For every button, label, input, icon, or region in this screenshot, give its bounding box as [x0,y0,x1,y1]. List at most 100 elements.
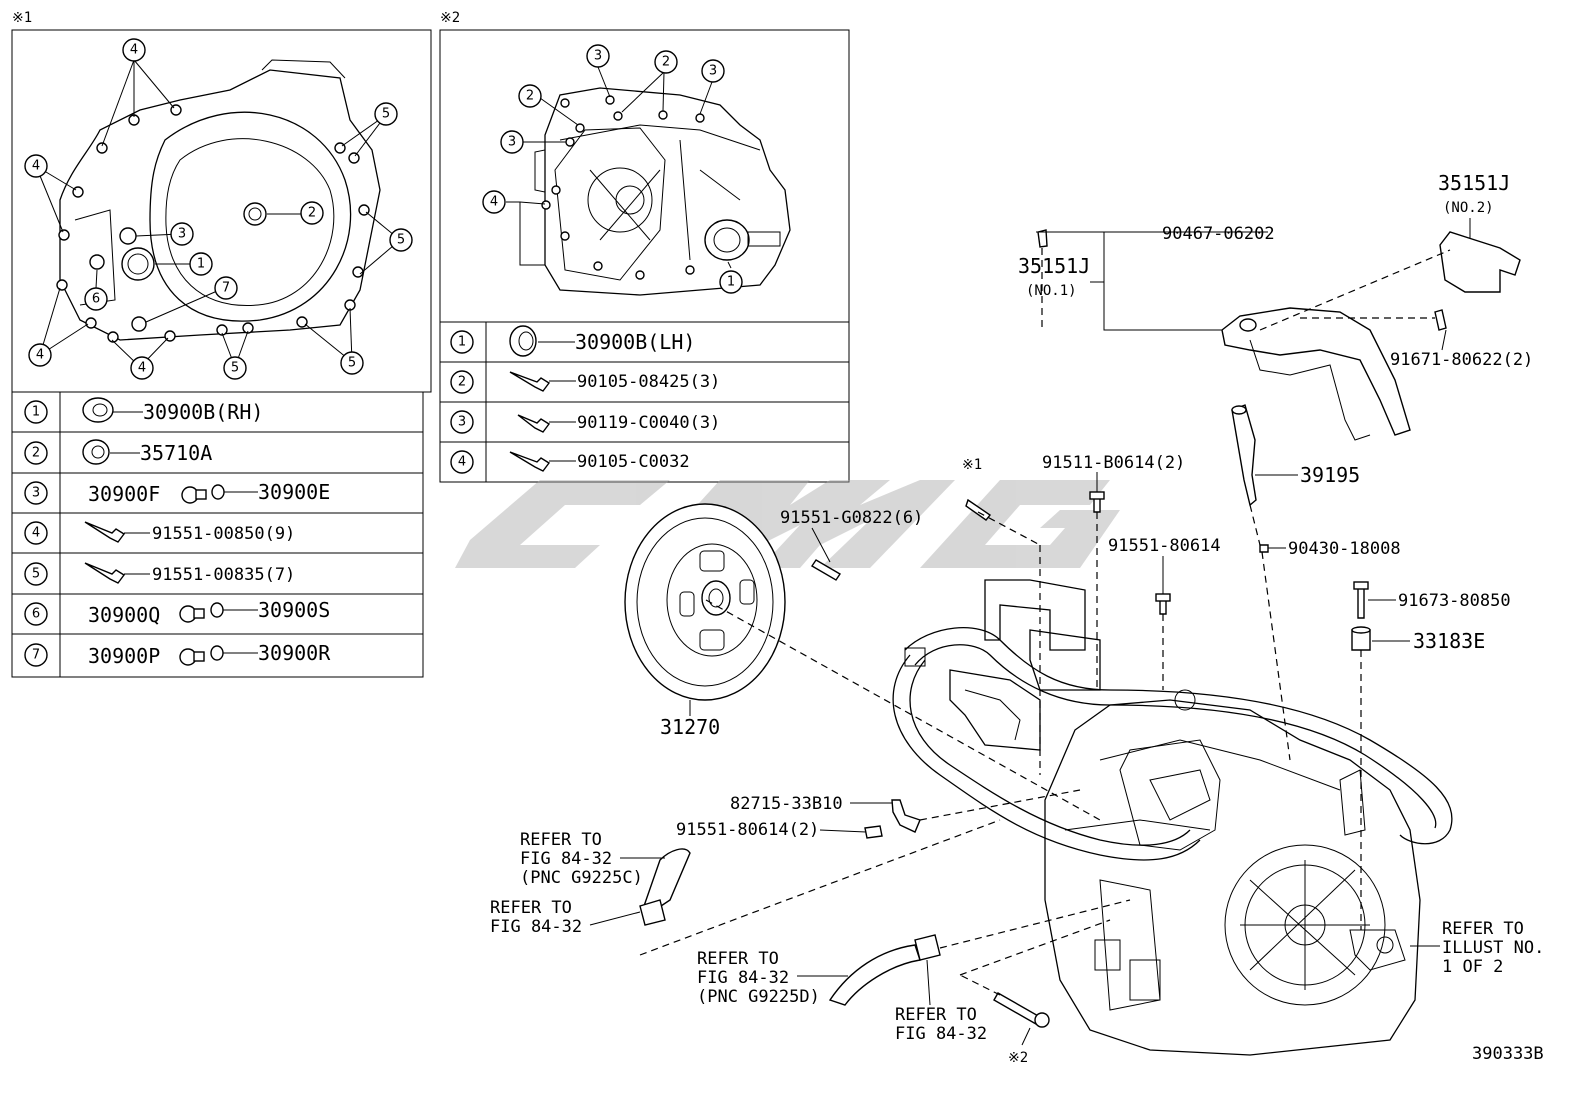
refer-note-fig-84-32-a[interactable]: REFER TO FIG 84-32 [490,898,641,937]
inset-2: ※2 [439,10,850,483]
part-35151j-no1-sub: (NO.1) [1026,283,1077,299]
inset-2-row-2: 2 90105-08425(3) [450,370,720,394]
main-labels: 35151J (NO.2) 35151J (NO.1) 90467-06202 … [660,171,1533,1066]
callout-4: 4 [32,159,40,174]
part-90105-c0032[interactable]: 90105-C0032 [577,452,690,472]
callout-5: 5 [231,361,239,376]
refer-line: FIG 84-32 [490,917,582,937]
callout-5: 5 [382,107,390,122]
part-30900b-lh[interactable]: 30900B(LH) [575,330,695,354]
row-number: 3 [32,486,40,501]
part-35151j-no2[interactable]: 35151J [1438,171,1510,195]
svg-text:2: 2 [662,55,670,70]
callout-7: 7 [222,281,230,296]
part-90430-18008[interactable]: 90430-18008 [1288,539,1401,559]
svg-text:3: 3 [508,135,516,150]
refer-note-illust-1-of-2[interactable]: REFER TO ILLUST NO. 1 OF 2 [1410,919,1544,977]
part-90467-06202[interactable]: 90467-06202 [1162,224,1275,244]
inset-1-row-5: 5 91551-00835(7) [24,562,295,586]
row-number: 6 [32,607,40,622]
inset-1-callouts: 4 4 4 4 5 5 5 5 1 2 3 6 7 [24,38,413,380]
part-35151j-no1[interactable]: 35151J [1018,254,1090,278]
svg-text:3: 3 [594,49,602,64]
inset-1-row-3: 3 30900F 30900E [24,480,330,506]
part-30900b-rh[interactable]: 30900B(RH) [143,400,263,424]
inset-2-table: 1 30900B(LH) 2 90105-08425(3) 3 90119-C0… [440,321,849,482]
inset-2-housing-drawing [506,66,791,296]
part-30900s[interactable]: 30900S [258,598,330,622]
clutch-disc-31270 [624,503,786,701]
inset-1: ※1 [11,10,432,678]
inset-1-row-1: 1 30900B(RH) [24,397,263,424]
inset-1-row-2: 2 35710A [24,439,212,465]
refer-note-fig-84-32-b[interactable]: REFER TO FIG 84-32 [895,959,987,1044]
part-35151j-no2-sub: (NO.2) [1443,200,1494,216]
row-number: 3 [458,415,466,430]
part-30900e[interactable]: 30900E [258,480,330,504]
part-82715-33b10[interactable]: 82715-33B10 [730,794,843,814]
callout-2: 2 [308,206,316,221]
svg-text:1: 1 [727,275,735,290]
row-number: 2 [458,375,466,390]
inset-1-row-6: 6 30900Q 30900S [24,598,330,627]
part-91551-00835[interactable]: 91551-00835(7) [152,565,295,585]
marker-ref-2: ※2 [1008,1050,1028,1066]
row-number: 4 [458,455,466,470]
callout-4: 4 [130,43,138,58]
part-30900q[interactable]: 30900Q [88,603,160,627]
refer-line: FIG 84-32 [895,1024,987,1044]
inset-2-marker: ※2 [440,10,460,26]
inset-2-callouts: 3 2 3 2 3 4 1 [482,44,743,294]
part-90119-c0040[interactable]: 90119-C0040(3) [577,413,720,433]
callout-4: 4 [138,361,146,376]
part-91551-80614-2[interactable]: 91551-80614(2) [676,820,819,840]
row-number: 1 [458,335,466,350]
part-91511-b0614[interactable]: 91511-B0614(2) [1042,453,1185,473]
refer-line: (PNC G9225D) [697,987,820,1007]
inset-2-row-4: 4 90105-C0032 [450,450,690,474]
part-91551-80614[interactable]: 91551-80614 [1108,536,1221,556]
figure-code: 390333B [1472,1044,1544,1064]
inset-2-frame [439,29,850,483]
part-91551-g0822[interactable]: 91551-G0822(6) [780,508,923,528]
inset-1-row-7: 7 30900P 30900R [24,641,331,668]
row-number: 5 [32,567,40,582]
part-33183e[interactable]: 33183E [1413,629,1485,653]
refer-line: REFER TO [1442,919,1524,939]
callout-1: 1 [197,257,205,272]
part-91551-00850[interactable]: 91551-00850(9) [152,524,295,544]
refer-line: REFER TO [895,1005,977,1025]
refer-line: FIG 84-32 [520,849,612,869]
part-91671-80622[interactable]: 91671-80622(2) [1390,350,1533,370]
inset-1-housing-drawing [35,59,401,368]
part-31270[interactable]: 31270 [660,715,720,739]
row-number: 7 [32,648,40,663]
callout-6: 6 [92,292,100,307]
part-35710a[interactable]: 35710A [140,441,212,465]
svg-text:2: 2 [526,89,534,104]
refer-line: FIG 84-32 [697,968,789,988]
part-30900f[interactable]: 30900F [88,482,160,506]
part-91673-80850[interactable]: 91673-80850 [1398,591,1511,611]
refer-line: REFER TO [490,898,572,918]
row-number: 2 [32,446,40,461]
callout-5: 5 [348,356,356,371]
inset-2-row-1: 1 30900B(LH) [450,325,695,357]
callout-5: 5 [397,233,405,248]
row-number: 4 [32,526,40,541]
refer-notes: REFER TO FIG 84-32 (PNC G9225C) REFER TO… [490,830,1544,1044]
callout-4: 4 [36,348,44,363]
svg-text:4: 4 [490,195,498,210]
refer-line: 1 OF 2 [1442,957,1503,977]
part-30900r[interactable]: 30900R [258,641,331,665]
part-90105-08425[interactable]: 90105-08425(3) [577,372,720,392]
part-30900p[interactable]: 30900P [88,644,160,668]
refer-note-g9225c[interactable]: REFER TO FIG 84-32 (PNC G9225C) [520,830,665,888]
inset-2-row-3: 3 90119-C0040(3) [450,410,720,434]
part-39195[interactable]: 39195 [1300,463,1360,487]
refer-line: (PNC G9225C) [520,868,643,888]
callout-3: 3 [178,227,186,242]
transaxle-drawing [624,229,1521,1056]
marker-ref-1: ※1 [962,457,982,473]
refer-note-g9225d[interactable]: REFER TO FIG 84-32 (PNC G9225D) [697,949,848,1007]
